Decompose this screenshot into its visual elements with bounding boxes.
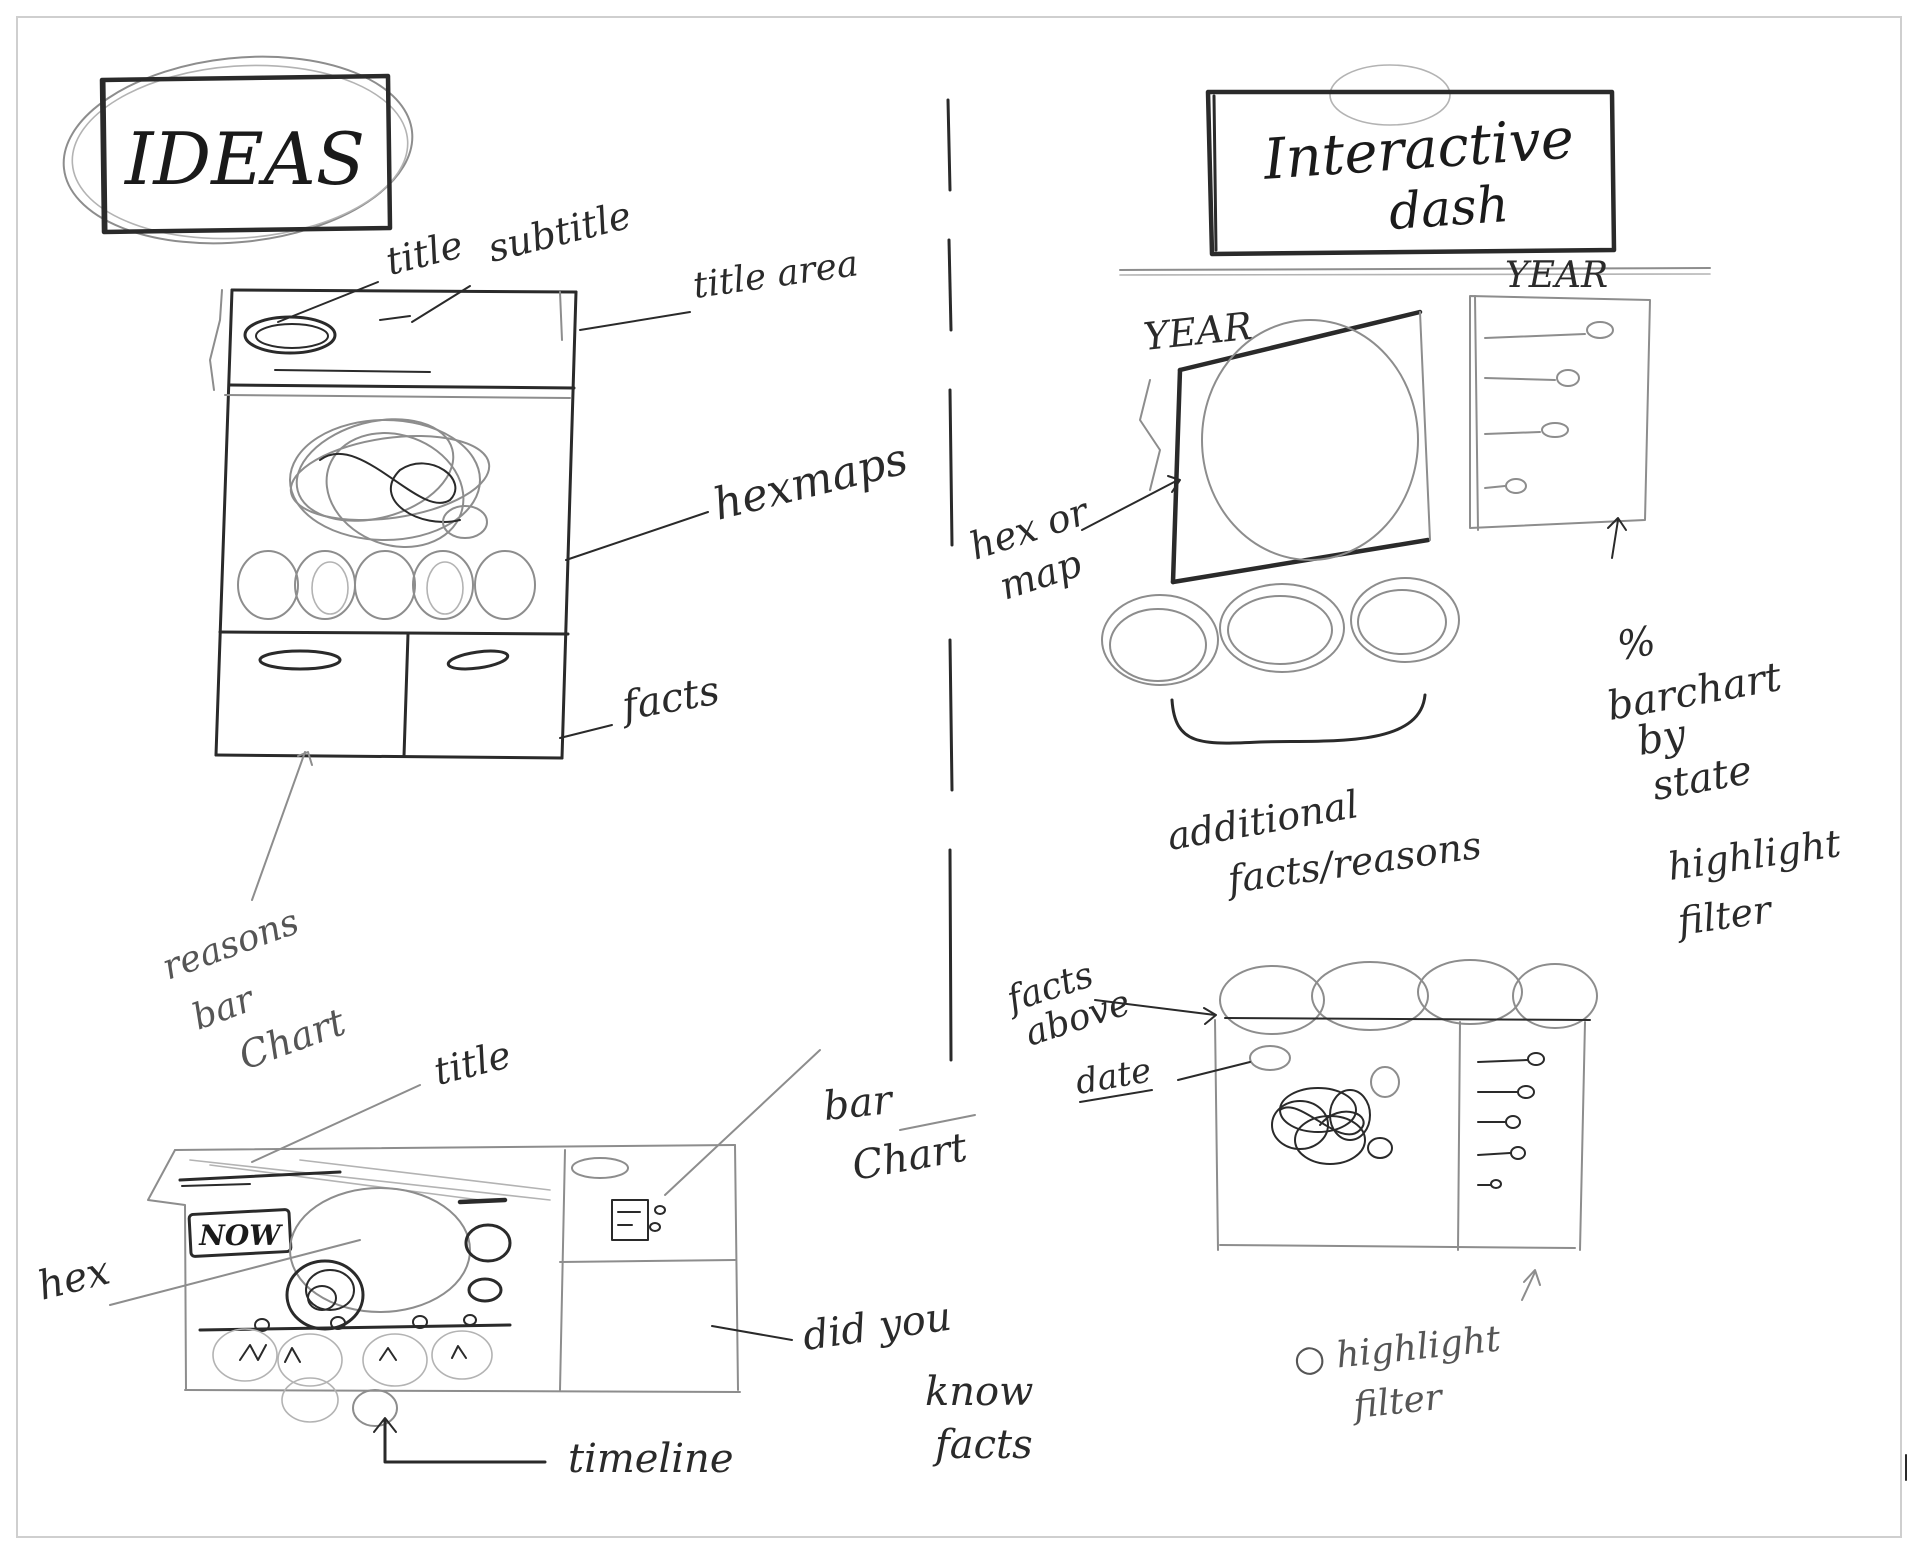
annotation-timeline: timeline — [568, 1436, 734, 1482]
annotation-subtitle: subtitle — [484, 193, 636, 271]
now-badge — [187, 1208, 293, 1258]
ideas-header: IDEAS — [62, 55, 414, 245]
bar-chart-lollipops — [1484, 321, 1614, 494]
annotation-filter-2: filter — [1349, 1377, 1446, 1428]
annotation-hexmaps: hexmaps — [708, 433, 912, 530]
hexmap-scribble — [289, 418, 491, 548]
annotation-by: by — [1634, 711, 1691, 765]
annotation-highlight-2: ○ highlight — [1292, 1318, 1503, 1381]
annotation-bar: bar — [187, 978, 261, 1038]
dash-wireframe: YEAR YEAR — [1101, 255, 1711, 745]
annotation-bar: bar — [821, 1077, 897, 1130]
annotation-chart-2: Chart — [849, 1124, 972, 1190]
timeline-wireframe: NOW — [147, 1144, 741, 1427]
annotation-hex: hex — [33, 1248, 114, 1310]
additional-fact-circles — [1101, 577, 1460, 686]
annotation-highlight: highlight — [1665, 821, 1844, 889]
annotation-date: date — [1073, 1050, 1155, 1103]
annotation-timeline-title: title — [430, 1032, 516, 1093]
now-badge-label: NOW — [198, 1219, 283, 1252]
fact-circles — [237, 550, 536, 620]
dash-header-line2: dash — [1387, 175, 1510, 241]
annotation-know: know — [925, 1369, 1033, 1415]
dash-header: Interactive dash — [1205, 64, 1617, 257]
annotation-did-you: did you — [800, 1294, 954, 1360]
sketch-sheet — [16, 16, 1902, 1538]
center-divider — [946, 98, 954, 1062]
map-placeholder — [1201, 319, 1419, 561]
year-label-right: YEAR — [1505, 255, 1608, 296]
timeline-annotations: title hex bar Chart did you know facts t… — [33, 1032, 1033, 1482]
annotation-title: title — [382, 222, 468, 283]
facts-map-scribble — [1271, 1066, 1400, 1165]
ideas-wireframe — [209, 288, 578, 760]
annotation-facts-3: facts — [932, 1422, 1033, 1468]
facts-lollipops — [1477, 1052, 1545, 1189]
annotation-title-area: title area — [691, 243, 861, 307]
dash-annotations: hex or map % barchart by state highlight… — [964, 475, 1844, 944]
annotation-reasons: reasons — [157, 901, 304, 988]
ideas-header-label: IDEAS — [123, 117, 365, 201]
dash-header-line1: Interactive — [1261, 106, 1576, 193]
annotation-facts: facts — [616, 668, 723, 731]
annotation-filter: filter — [1672, 887, 1776, 944]
facts-wireframe — [1214, 959, 1598, 1251]
annotation-percent: % — [1614, 618, 1659, 670]
